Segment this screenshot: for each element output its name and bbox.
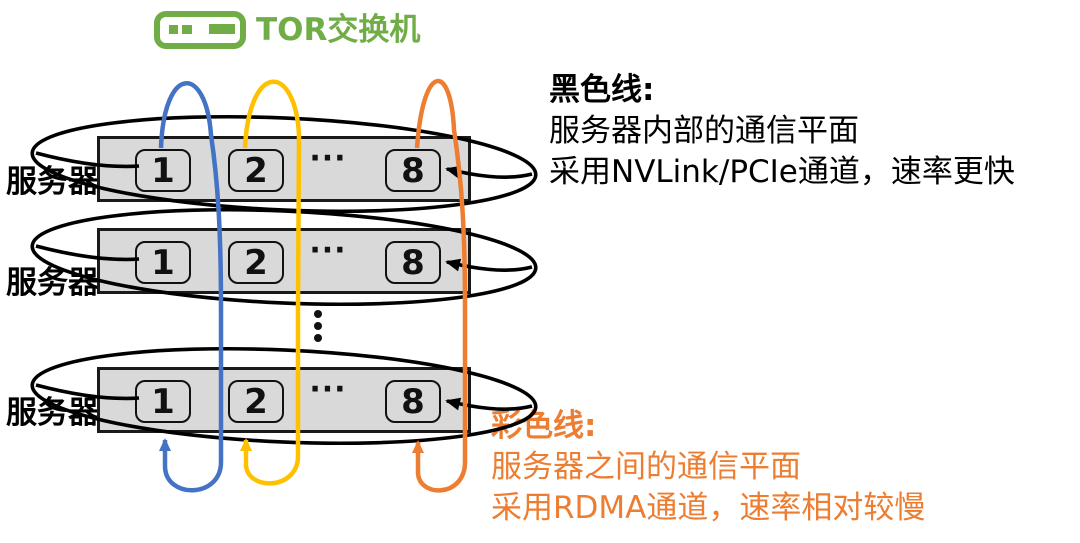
server-2-gpu-ellipsis: ··· — [309, 233, 347, 268]
server-1-gpu-1: 1 — [135, 149, 191, 192]
gpu-number: 8 — [401, 242, 425, 283]
gpu-number: 8 — [401, 381, 425, 422]
legend-black-line2: 采用NVLink/PCIe通道，速率更快 — [549, 154, 1015, 190]
more-rows-ellipsis — [314, 310, 322, 342]
tor-switch — [153, 10, 247, 50]
legend-black-lines: 黑色线: 服务器内部的通信平面 采用NVLink/PCIe通道，速率更快 — [549, 70, 1015, 193]
legend-colored-line1: 服务器之间的通信平面 — [491, 449, 801, 485]
server-1-gpu-ellipsis: ··· — [309, 141, 347, 176]
server-1-gpu-2: 2 — [228, 149, 284, 192]
server-3-gpu-2: 2 — [228, 380, 284, 423]
server-2-gpu-2: 2 — [228, 241, 284, 284]
server-2-gpu-1: 1 — [135, 241, 191, 284]
legend-colored-line2: 采用RDMA通道，速率相对较慢 — [491, 490, 926, 526]
server-chassis-3: 1 2 ··· 8 — [97, 367, 471, 433]
server-label-2: 服务器 — [6, 265, 99, 301]
legend-black-heading: 黑色线: — [549, 72, 655, 108]
server-3-gpu-8: 8 — [385, 380, 441, 423]
tor-switch-label: TOR交换机 — [256, 12, 421, 48]
gpu-number: 1 — [151, 242, 175, 283]
tor-switch-icon — [154, 11, 246, 49]
legend-black-line1: 服务器内部的通信平面 — [549, 113, 859, 149]
legend-colored-heading: 彩色线: — [491, 408, 597, 444]
gpu-number: 2 — [244, 150, 268, 191]
server-1-gpu-8: 8 — [385, 149, 441, 192]
server-label-3: 服务器 — [6, 395, 99, 431]
gpu-number: 2 — [244, 381, 268, 422]
gpu-number: 1 — [151, 150, 175, 191]
gpu-number: 2 — [244, 242, 268, 283]
server-chassis-1: 1 2 ··· 8 — [97, 136, 471, 202]
server-chassis-2: 1 2 ··· 8 — [97, 228, 471, 294]
server-3-gpu-1: 1 — [135, 380, 191, 423]
server-3-gpu-ellipsis: ··· — [309, 372, 347, 407]
legend-colored-lines: 彩色线: 服务器之间的通信平面 采用RDMA通道，速率相对较慢 — [491, 406, 925, 529]
server-2-gpu-8: 8 — [385, 241, 441, 284]
server-label-1: 服务器 — [6, 164, 99, 200]
gpu-number: 1 — [151, 381, 175, 422]
gpu-number: 8 — [401, 150, 425, 191]
